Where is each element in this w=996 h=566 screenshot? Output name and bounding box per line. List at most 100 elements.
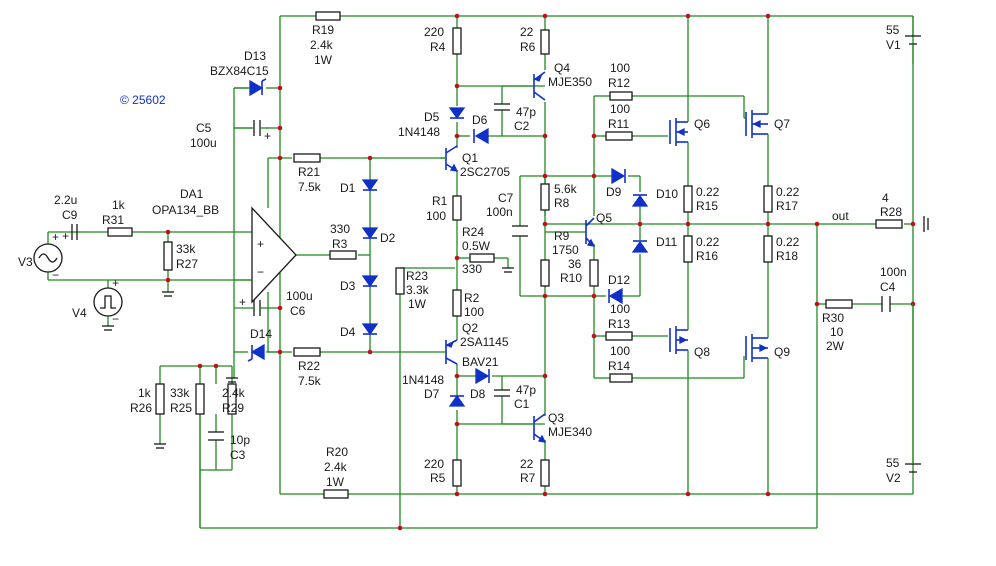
diode-D13: [234, 78, 267, 97]
ground-symbol: [502, 258, 514, 273]
val-R4: 220: [424, 25, 444, 39]
val-C6: 100u: [286, 289, 313, 303]
transistor-Q4: [502, 71, 546, 101]
capacitor-C9: +: [62, 224, 78, 243]
svg-text:−: −: [52, 268, 59, 282]
val-R10: 36: [568, 257, 582, 271]
resistor-R18: [763, 235, 773, 263]
val2-R23: 1W: [408, 297, 427, 311]
ref-R11: R11: [608, 117, 629, 131]
ref-R27: R27: [176, 257, 198, 271]
val-R1: 100: [426, 209, 446, 223]
ref-C7: C7: [498, 191, 514, 205]
out-label: out: [832, 209, 849, 223]
val-Q2: 2SA1145: [460, 335, 509, 349]
transistor-Q1: [440, 145, 459, 172]
val-R2: 100: [464, 305, 484, 319]
val2-R20: 1W: [326, 475, 345, 489]
ground-symbol: [162, 291, 174, 297]
ref-R15: R15: [696, 199, 718, 213]
ref-D11: D11: [656, 235, 677, 249]
ref-R8: R8: [554, 196, 570, 210]
ref-R22: R22: [298, 359, 320, 373]
val-R9: 1750: [552, 243, 579, 257]
diode-D1: [361, 179, 379, 192]
ref-D8: BAV21: [462, 355, 499, 369]
ref-R30: R30: [822, 311, 844, 325]
val-Q3: MJE340: [548, 425, 592, 439]
ref-Q5: Q5: [596, 211, 612, 225]
diode-D3: [361, 275, 379, 288]
ref-R28: R28: [880, 205, 902, 219]
ref-Q7: Q7: [774, 117, 790, 131]
resistor-R15: [683, 185, 693, 213]
ref-R3: R3: [332, 237, 348, 251]
transistor-Q3: [502, 413, 547, 443]
ref-R31: R31: [102, 213, 124, 227]
ground-symbol: [226, 377, 238, 383]
ref-V1: V1: [886, 38, 901, 52]
ref-C4: C4: [880, 280, 896, 294]
svg-text:+: +: [257, 237, 264, 251]
ref-D4: D4: [340, 325, 356, 339]
svg-text:−: −: [257, 265, 264, 279]
svg-text:+: +: [112, 276, 119, 290]
val-C1: 47p: [516, 383, 536, 397]
resistor-R30: [825, 299, 853, 309]
copyright-label: © 25602: [120, 93, 166, 107]
val-D7: 1N4148: [402, 373, 444, 387]
capacitor-C6: +: [239, 295, 266, 316]
ref-Q1: Q1: [462, 151, 478, 165]
resistor-R12: [609, 91, 633, 101]
ref-R25: R25: [170, 401, 192, 415]
ref-D3: D3: [340, 279, 356, 293]
svg-text:+: +: [62, 229, 69, 243]
resistor-R17: [763, 185, 773, 213]
resistors: [107, 11, 903, 499]
val2-R24: 330: [462, 262, 482, 276]
ref-R17: R17: [776, 199, 798, 213]
diode-D7: [448, 394, 466, 407]
val-C7: 100n: [486, 205, 513, 219]
resistor-R27: [163, 241, 173, 271]
transistors: [440, 71, 769, 443]
mosfet-Q7: [744, 106, 769, 138]
junctions: [165, 13, 916, 531]
val-R24: 0.5W: [462, 239, 491, 253]
ground-symbol: [102, 325, 114, 331]
svg-text:+: +: [52, 230, 59, 244]
val-V1: 55: [886, 23, 900, 37]
ref-R1: R1: [432, 194, 448, 208]
val-R12: 100: [610, 61, 630, 75]
resistor-R5: [452, 459, 462, 487]
val2-R19: 1W: [314, 53, 333, 67]
diode-D4: [361, 323, 379, 336]
val-R18: 0.22: [776, 235, 800, 249]
val-R14: 100: [610, 344, 630, 358]
ref-R4: R4: [430, 40, 446, 54]
ref-Q2: Q2: [462, 321, 478, 335]
resistor-R25: [195, 383, 205, 415]
mosfet-Q6: [669, 112, 689, 148]
val-R20: 2.4k: [324, 460, 348, 474]
val-R6: 22: [520, 25, 534, 39]
capacitor-C7: [512, 225, 528, 237]
resistor-R28: [875, 219, 903, 229]
svg-text:−: −: [112, 312, 119, 326]
svg-text:+: +: [239, 295, 246, 309]
diode-D8: [475, 367, 490, 385]
val-R7: 22: [520, 457, 534, 471]
wires: [47, 15, 914, 529]
val-C5: 100u: [190, 136, 217, 150]
val-R21: 7.5k: [298, 180, 322, 194]
ref-R6: R6: [520, 40, 536, 54]
val-C9: 2.2u: [54, 193, 77, 207]
val-R25: 33k: [170, 386, 190, 400]
opamp-DA1: + −: [234, 206, 297, 304]
ref-R20: R20: [326, 445, 348, 459]
resistor-R21: [293, 153, 321, 163]
val-R17: 0.22: [776, 185, 800, 199]
ref-R13: R13: [608, 317, 630, 331]
capacitor-C1: [494, 389, 510, 397]
resistor-R31: [107, 227, 133, 237]
